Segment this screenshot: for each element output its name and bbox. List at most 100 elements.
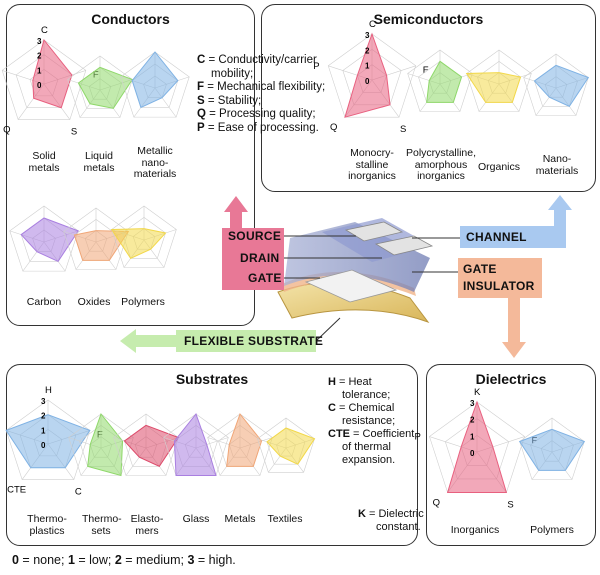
flexible-substrate-label: FLEXIBLE SUBSTRATE (184, 334, 324, 348)
radar-grid-ring (207, 413, 273, 476)
radar-scale-number: 0 (37, 81, 42, 90)
item-label-polymers-dielectrics: Polymers (530, 524, 574, 536)
item-label-inorganics: Inorganics (450, 524, 500, 536)
radar-grid-ring (327, 33, 417, 118)
radar-polymers-conductors (110, 228, 167, 259)
radar-axis-label: Q (433, 497, 440, 508)
source-label: SOURCE (228, 229, 282, 243)
drain-label: DRAIN (240, 251, 280, 265)
legend-line: CTE = Coefficient (328, 428, 415, 440)
arrow-head (502, 342, 526, 358)
item-label-nanomaterials: Nano-materials (535, 153, 579, 177)
radar-axis-label: Q (3, 125, 10, 136)
legend-line: constant. (376, 521, 421, 533)
radar-scale-number: 3 (41, 397, 46, 406)
radar-scale-number: 3 (37, 37, 42, 46)
radar-textiles (266, 427, 316, 465)
item-label-oxides: Oxides (77, 296, 111, 308)
gate-label: GATE (248, 271, 282, 285)
radar-grid-ring (523, 53, 589, 116)
radar-thermoplastics (5, 414, 91, 469)
radar-axis-label: K (474, 387, 481, 398)
item-label-polycrystalline-inorganics: Polycrystalline, amorphous inorganics (405, 147, 477, 182)
radar-axis-label: H (45, 385, 52, 396)
source-drain-gate-callout (222, 228, 284, 290)
legend-line: S = Stability; (197, 94, 262, 107)
radar-axis-label: C (41, 25, 48, 36)
radar-scale-number: 1 (470, 432, 475, 441)
scale-footer: 0 = none; 1 = low; 2 = medium; 3 = high. (12, 553, 236, 567)
radar-scale-number: 2 (365, 46, 370, 55)
channel-callout (460, 226, 566, 248)
legend-line: resistance; (342, 415, 396, 427)
arrow-head (224, 196, 248, 212)
radar-grid-ring (1, 39, 87, 120)
substrates-title: Substrates (175, 371, 249, 387)
radar-scale-number: 1 (37, 66, 42, 75)
radar-grid-ring (113, 413, 179, 476)
gate-insulator-label-2: INSULATOR (463, 279, 535, 293)
semiconductors-title: Semiconductors (373, 11, 484, 27)
radar-grid-ring (407, 49, 473, 112)
radar-inorganics (446, 400, 508, 493)
radar-scale-number: 3 (365, 31, 370, 40)
radar-grid-ring (466, 49, 532, 112)
radar-axis-label: S (507, 499, 513, 510)
legend-line: K = Dielectric (358, 508, 424, 520)
radar-axis-label: S (400, 124, 406, 135)
radar-scale-number: 0 (365, 77, 370, 86)
channel-label: CHANNEL (466, 230, 527, 244)
arrow-shaft (136, 335, 178, 347)
legend-line: C = Chemical (328, 402, 395, 414)
radar-axis-label: C (369, 19, 376, 30)
legend-line: C = Conductivity/carrier (197, 54, 317, 66)
radar-grid-ring (257, 417, 315, 473)
radar-scale-number: 2 (37, 52, 42, 61)
radar-grid-ring (67, 55, 133, 118)
item-label-metallic-nanomaterials: Metallic nano-materials (133, 145, 177, 180)
gate-insulator-callout (458, 258, 542, 298)
conductors-legend: C = Conductivity/carrier mobility; F = M… (197, 54, 337, 135)
item-label-solid-metals: Solid metals (28, 150, 60, 174)
radar-grid-ring (63, 207, 129, 270)
substrates-legend: H = Heat tolerance; C = Chemical resista… (328, 376, 418, 467)
legend-line: F = Mechanical flexibility; (197, 81, 326, 93)
item-label-polymers-conductors: Polymers (121, 296, 165, 308)
radar-glass (173, 412, 217, 477)
radar-scale-number: 0 (470, 449, 475, 458)
radar-grid-ring (519, 417, 585, 480)
legend-line: mobility; (211, 67, 254, 80)
gate-insulator-label-1: GATE (463, 262, 497, 276)
dielectrics-title: Dielectrics (475, 371, 547, 387)
radar-grid-ring (111, 205, 177, 268)
arrow-head (548, 195, 572, 210)
radar-solid-metals (32, 38, 73, 109)
item-label-textiles: Textiles (267, 513, 303, 525)
dielectrics-legend: K = Dielectric constant. (358, 508, 438, 534)
radar-organics (465, 72, 522, 103)
legend-line: P = Ease of processing. (197, 121, 319, 134)
radar-scale-number: 3 (470, 399, 475, 408)
radar-axis-label: Q (330, 122, 337, 133)
radar-polymers-dielectrics (518, 428, 586, 471)
radar-scale-number: 1 (365, 62, 370, 71)
item-label-elastomers: Elasto-mers (130, 513, 164, 537)
item-label-monocrystalline-inorganics: Monocry-stalline inorganics (348, 147, 396, 182)
legend-line: tolerance; (342, 389, 391, 401)
item-label-metals: Metals (224, 513, 256, 525)
radar-axis-label: C (75, 487, 82, 498)
radar-grid-ring (68, 413, 134, 476)
arrow-shaft (554, 210, 566, 248)
radar-metals (226, 412, 263, 467)
radar-axis-label: CTE (7, 485, 26, 496)
item-label-liquid-metals: Liquid metals (83, 150, 115, 174)
item-label-thermoplastics: Thermo-plastics (27, 513, 67, 537)
radar-grid-ring (5, 399, 91, 480)
radar-liquid-metals (77, 66, 134, 109)
radar-monocrystalline (344, 32, 391, 118)
arrow-shaft (508, 298, 520, 342)
radar-grid-ring (120, 51, 190, 118)
radar-scale-number: 2 (41, 412, 46, 421)
